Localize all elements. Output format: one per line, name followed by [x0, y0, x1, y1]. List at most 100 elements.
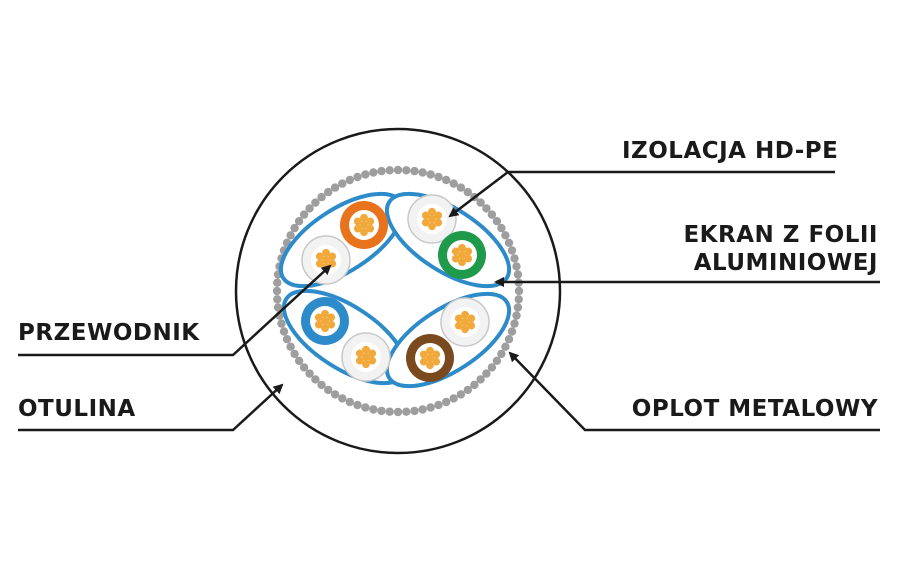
copper-strand: [366, 224, 375, 233]
braid-strand: [338, 179, 347, 188]
braid-strand: [510, 254, 519, 263]
braid-strand: [294, 217, 304, 226]
conductor: [406, 334, 454, 382]
copper-strand: [327, 313, 336, 322]
braid-strand: [514, 295, 523, 304]
braid-strand: [273, 303, 283, 312]
conductor: [407, 194, 457, 244]
braid-strand: [377, 406, 386, 416]
copper-strand: [360, 213, 368, 222]
braid-strand: [513, 270, 523, 279]
braid-strand: [449, 394, 458, 403]
copper-strand: [327, 320, 336, 329]
copper-strand: [461, 318, 469, 326]
braid-strand: [434, 400, 443, 410]
braid-strand: [338, 394, 347, 403]
copper-strand: [432, 357, 441, 366]
copper-strand: [426, 354, 434, 362]
label-ekran-line1: EKRAN Z FOLII: [683, 222, 878, 248]
copper-strand: [314, 313, 323, 322]
braid-strand: [501, 342, 510, 351]
braid-strand: [330, 183, 340, 192]
braid-strand: [426, 170, 435, 179]
leader-otulina: [18, 383, 284, 432]
braid-strand: [377, 166, 386, 176]
label-izolacja: IZOLACJA HD-PE: [622, 138, 839, 164]
braid-strand: [369, 168, 378, 177]
braid-strand: [305, 204, 314, 213]
leader-przewodnik: [18, 264, 332, 357]
copper-strand: [464, 254, 473, 263]
copper-strand: [458, 243, 466, 252]
braid-strand: [497, 349, 506, 359]
copper-strand: [360, 221, 368, 229]
braid-strand: [418, 168, 427, 177]
braid-strand: [279, 327, 289, 336]
copper-strand: [467, 314, 476, 323]
braid-strand: [476, 198, 485, 207]
braid-strand: [361, 403, 370, 412]
braid-strand: [418, 405, 427, 414]
braid-strand: [286, 342, 295, 351]
braid-strand: [449, 179, 458, 188]
braid-strand: [482, 204, 491, 213]
braid-strand: [317, 380, 326, 390]
braid-strand: [456, 183, 466, 192]
braid-strand: [513, 303, 523, 312]
braid-strand: [487, 363, 497, 372]
conductor: [301, 297, 349, 345]
leader-izolacja: [448, 170, 835, 218]
copper-strand: [419, 357, 428, 366]
braid-strand: [514, 286, 524, 296]
braid-strand: [353, 400, 362, 410]
copper-strand: [328, 252, 337, 261]
copper-strand: [321, 309, 329, 318]
leader-oplot: [508, 351, 880, 432]
label-ekran-line2: ALUMINIOWEJ: [693, 250, 878, 276]
braid-strand: [369, 405, 378, 414]
outer-jacket: [234, 127, 562, 455]
braid-strand: [393, 165, 403, 175]
copper-strand: [421, 218, 430, 227]
copper-strand: [451, 247, 460, 256]
braid-strand: [345, 397, 354, 407]
braid-strand: [507, 246, 517, 255]
braid-strand: [393, 407, 403, 417]
copper-strand: [315, 259, 324, 268]
braid-strand: [442, 175, 451, 185]
braid-strand: [512, 311, 521, 320]
braid-strand: [456, 390, 466, 399]
copper-strand: [428, 215, 436, 223]
copper-strand: [464, 247, 473, 256]
copper-strand: [362, 345, 370, 354]
copper-strand: [353, 217, 362, 226]
braid-strand: [273, 295, 282, 304]
braid-strand: [492, 217, 502, 226]
braid-strand: [504, 238, 514, 247]
conductor: [440, 297, 490, 347]
conductor: [340, 201, 388, 249]
braid-strand: [299, 210, 309, 219]
braid-strand: [299, 363, 309, 372]
braid-strand: [470, 380, 479, 390]
braid-strand: [324, 385, 333, 395]
braid-strand: [345, 175, 354, 185]
copper-strand: [314, 320, 323, 329]
braid-strand: [463, 187, 472, 197]
copper-strand: [458, 258, 466, 267]
braid-strand: [290, 223, 299, 233]
braid-strand: [361, 170, 370, 179]
braid-strand: [294, 356, 304, 365]
braid-strand: [402, 166, 411, 175]
copper-strand: [426, 346, 434, 355]
copper-strand: [362, 353, 370, 361]
braid-strand: [273, 278, 282, 287]
braid-strand: [282, 335, 292, 344]
label-oplot: OPLOT METALOWY: [631, 396, 878, 422]
braid-strand: [487, 210, 497, 219]
braid-strand: [385, 166, 394, 175]
braid-strand: [504, 335, 514, 344]
conductors: [301, 194, 490, 382]
braid-strand: [305, 369, 314, 378]
copper-strand: [458, 251, 466, 259]
